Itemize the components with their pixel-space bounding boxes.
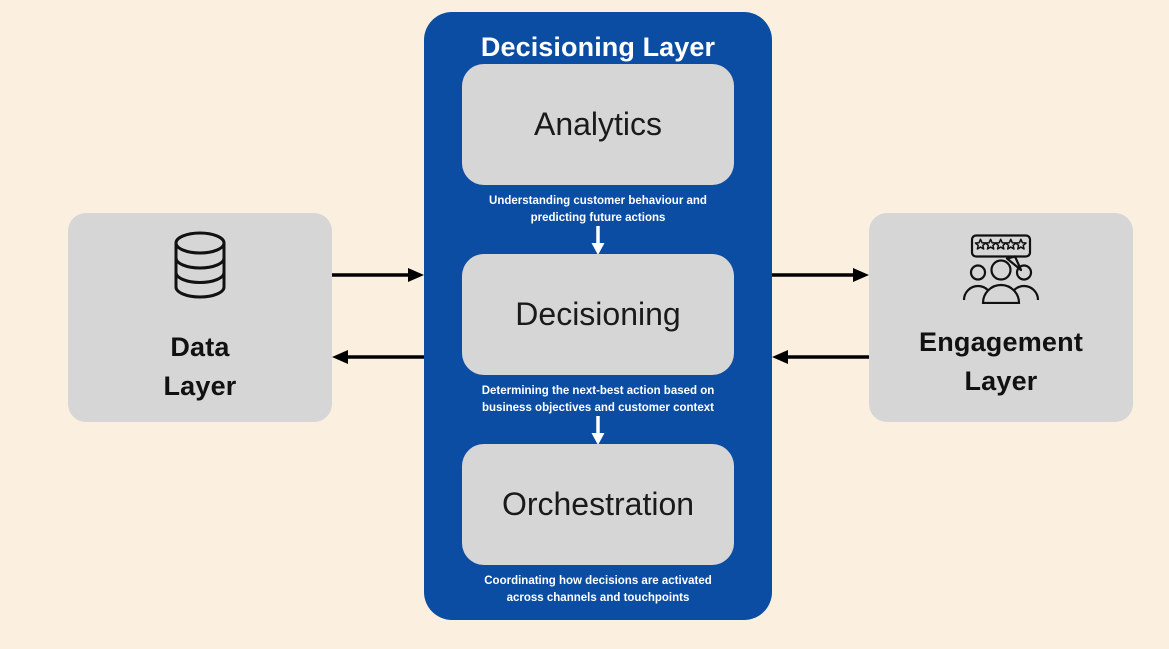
- decisioning-caption-line2: business objectives and customer context: [482, 401, 714, 414]
- decisioning-layer-panel: Decisioning Layer Analytics Understandin…: [424, 12, 772, 620]
- decisioning-caption: Determining the next-best action based o…: [462, 383, 734, 416]
- data-layer-box[interactable]: Data Layer: [68, 213, 332, 422]
- analytics-card-label: Analytics: [533, 106, 663, 142]
- engagement-layer-box[interactable]: Engagement Layer: [869, 213, 1133, 422]
- database-icon: [169, 229, 231, 306]
- arrow-decisioning-layer-to-data-layer-icon: [332, 346, 424, 373]
- orchestration-card[interactable]: Orchestration: [462, 444, 734, 565]
- arrow-decisioning-to-orchestration-icon: [588, 416, 608, 451]
- stage-orchestration[interactable]: Orchestration Coordinating how decisions…: [462, 444, 734, 606]
- engagement-layer-label-line2: Layer: [964, 366, 1038, 396]
- orchestration-caption-line1: Coordinating how decisions are activated: [484, 575, 712, 587]
- orchestration-card-label: Orchestration: [501, 486, 695, 522]
- orchestration-caption: Coordinating how decisions are activated…: [462, 573, 734, 606]
- engagement-layer-label: Engagement Layer: [919, 323, 1083, 401]
- stage-decisioning[interactable]: Decisioning Determining the next-best ac…: [462, 254, 734, 416]
- customer-rating-icon: [955, 234, 1047, 309]
- decisioning-caption-line1: Determining the next-best action based o…: [481, 385, 715, 397]
- decisioning-card-label: Decisioning: [515, 296, 681, 332]
- stage-analytics[interactable]: Analytics Understanding customer behavio…: [462, 64, 734, 226]
- decisioning-card[interactable]: Decisioning: [462, 254, 734, 375]
- orchestration-caption-line2: across channels and touchpoints: [506, 591, 690, 604]
- data-layer-label-line2: Layer: [163, 371, 237, 401]
- data-layer-label-line1: Data: [170, 331, 230, 362]
- analytics-caption: Understanding customer behaviour and pre…: [462, 193, 734, 226]
- engagement-layer-label-line1: Engagement: [918, 326, 1084, 357]
- analytics-card[interactable]: Analytics: [462, 64, 734, 185]
- data-layer-label: Data Layer: [163, 328, 236, 406]
- decisioning-layer-title: Decisioning Layer: [480, 32, 716, 62]
- arrow-analytics-to-decisioning-icon: [588, 226, 608, 261]
- arrow-decisioning-layer-to-engagement-layer-icon: [772, 264, 869, 291]
- arrow-engagement-layer-to-decisioning-layer-icon: [772, 346, 869, 373]
- analytics-caption-line1: Understanding customer behaviour and: [489, 195, 707, 207]
- analytics-caption-line2: predicting future actions: [530, 211, 666, 224]
- arrow-data-layer-to-decisioning-layer-icon: [332, 264, 424, 291]
